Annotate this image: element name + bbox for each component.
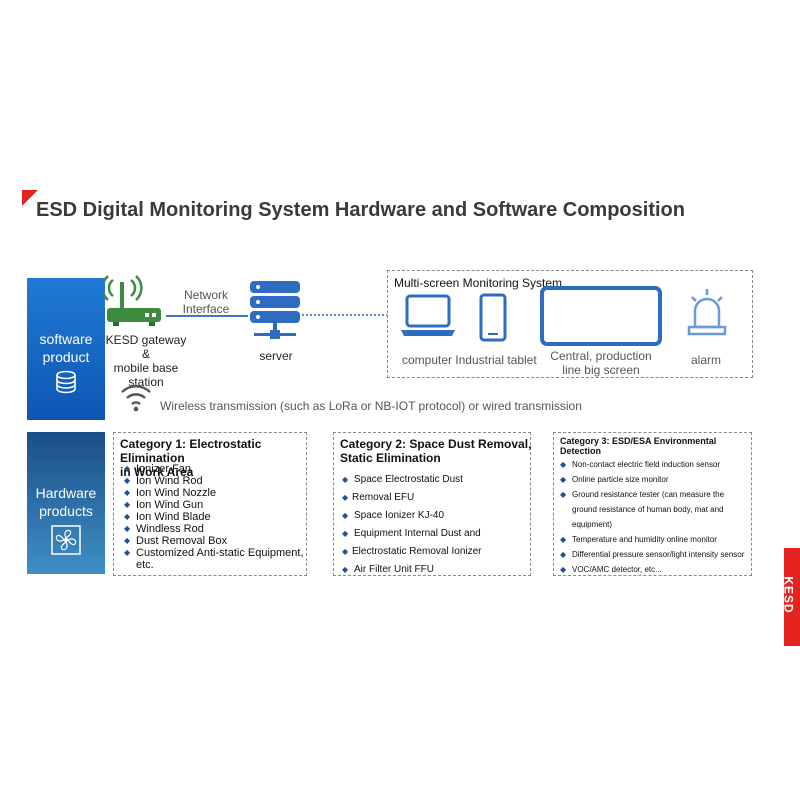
page-title: ESD Digital Monitoring System Hardware a… <box>36 199 685 221</box>
list-item-line2: etc. <box>136 559 154 571</box>
list-item-continuation: Removal EFU <box>340 489 530 507</box>
list-item: Ion Wind Rod <box>122 475 306 487</box>
fan-icon <box>51 525 81 555</box>
list-item-line2: ground resistance of human body, mat and <box>572 505 724 514</box>
list-item: Air Filter Unit FFU <box>340 561 530 579</box>
multiscreen-title: Multi-screen Monitoring System <box>394 276 563 290</box>
list-item-line2: Removal EFU <box>352 492 415 503</box>
big-screen-caption-line1: Central, production <box>550 349 652 363</box>
server-caption: server <box>259 349 293 363</box>
list-item-line3: equipment) <box>572 520 613 529</box>
list-item: Temperature and humidity online monitor <box>558 532 751 547</box>
list-item: VOC/AMC detector, etc... <box>558 562 751 577</box>
hardware-label-line1: Hardware <box>35 485 97 501</box>
network-interface-label: Network Interface <box>175 288 237 316</box>
list-item-line1: Equipment Internal Dust and <box>354 528 481 539</box>
laptop-icon <box>401 294 455 336</box>
list-item: Non-contact electric field induction sen… <box>558 457 751 472</box>
category3-list: Non-contact electric field induction sen… <box>558 457 751 577</box>
list-item: Ground resistance tester (can measure th… <box>558 487 751 532</box>
multiscreen-monitoring-box: Multi-screen Monitoring System computer … <box>387 270 753 378</box>
list-item-line1: Ground resistance tester (can measure th… <box>572 490 725 499</box>
server-icon <box>250 281 300 339</box>
dotted-link-line <box>302 314 388 316</box>
network-link-line <box>166 315 248 317</box>
list-item: Windless Rod <box>122 523 306 535</box>
list-item-line2: Electrostatic Removal Ionizer <box>352 546 482 557</box>
alarm-caption: alarm <box>690 353 721 367</box>
category3-box: Category 3: ESD/ESA Environmental Detect… <box>553 432 752 577</box>
title-accent-triangle <box>22 190 38 206</box>
category2-title: Category 2: Space Dust Removal, Static E… <box>340 437 532 465</box>
wifi-icon <box>121 385 151 412</box>
list-item-line1: Space Electrostatic Dust <box>354 474 463 485</box>
software-product-panel: software product <box>27 278 105 420</box>
brand-logo-text: KESD <box>781 576 796 614</box>
list-item: Differential pressure sensor/light inten… <box>558 547 751 562</box>
gateway-caption: KESD gateway & mobile base station <box>100 333 192 389</box>
list-item: Ion Wind Nozzle <box>122 487 306 499</box>
computer-caption: computer <box>401 353 453 367</box>
list-item-continuation: Electrostatic Removal Ionizer <box>340 543 530 561</box>
list-item: Space Electrostatic Dust <box>340 471 530 489</box>
list-item: Ion Wind Gun <box>122 499 306 511</box>
list-item: Online particle size monitor <box>558 472 751 487</box>
network-label-line1: Network <box>183 288 228 302</box>
software-label-line1: software <box>39 331 93 347</box>
list-item: Customized Anti-static Equipment, etc. <box>122 547 306 571</box>
tablet-icon <box>479 293 507 342</box>
category3-title: Category 3: ESD/ESA Environmental Detect… <box>560 436 746 456</box>
list-item: Equipment Internal Dust and <box>340 525 530 543</box>
category2-title-line2: Static Elimination <box>340 451 441 465</box>
wireless-caption: Wireless transmission (such as LoRa or N… <box>160 399 582 413</box>
gateway-caption-line2: mobile base <box>113 361 179 375</box>
list-item: Dust Removal Box <box>122 535 306 547</box>
category1-title-line1: Category 1: Electrostatic Elimination <box>120 437 262 465</box>
big-screen-icon <box>540 286 662 346</box>
category1-box: Category 1: Electrostatic Elimination in… <box>113 432 307 576</box>
network-label-line2: Interface <box>182 302 230 316</box>
category1-list: Ionizer Fan Ion Wind Rod Ion Wind Nozzle… <box>122 463 306 571</box>
category2-list: Space Electrostatic Dust Removal EFU Spa… <box>340 471 530 579</box>
database-icon <box>56 370 76 394</box>
category2-box: Category 2: Space Dust Removal, Static E… <box>333 432 532 579</box>
tablet-caption: Industrial tablet <box>455 353 537 367</box>
hardware-label-line2: products <box>39 503 93 519</box>
alarm-icon <box>687 289 727 336</box>
big-screen-caption: Central, production line big screen <box>548 349 654 377</box>
brand-tab: KESD <box>781 548 800 646</box>
list-item: Ionizer Fan <box>122 463 306 475</box>
category3-title-line2: Detection <box>560 446 602 456</box>
list-item: Space Ionizer KJ-40 <box>340 507 530 525</box>
category3-title-line1: Category 3: ESD/ESA Environmental <box>560 436 717 446</box>
category2-title-line1: Category 2: Space Dust Removal, <box>340 437 532 451</box>
gateway-caption-line1: KESD gateway & <box>105 333 187 361</box>
big-screen-caption-line2: line big screen <box>562 363 640 377</box>
software-label-line2: product <box>42 349 90 365</box>
router-icon <box>103 275 161 326</box>
list-item-line1: Customized Anti-static Equipment, <box>136 547 304 559</box>
hardware-products-panel: Hardware products <box>27 432 105 574</box>
list-item: Ion Wind Blade <box>122 511 306 523</box>
